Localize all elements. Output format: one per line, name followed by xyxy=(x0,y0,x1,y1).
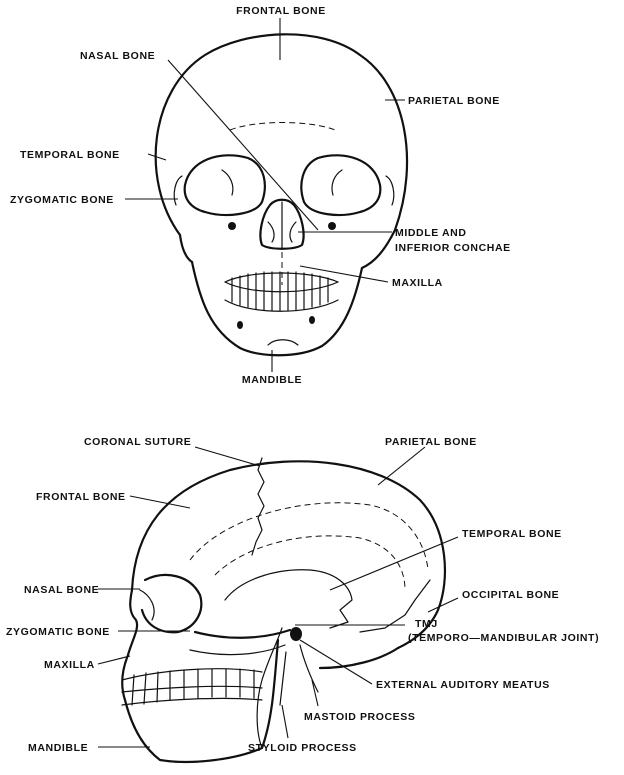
label-side-external-auditory-meatus: EXTERNAL AUDITORY MEATUS xyxy=(376,679,550,691)
front-leaders xyxy=(125,18,405,372)
front-right-mental-foramen xyxy=(309,316,315,324)
label-side-parietal-bone: PARIETAL BONE xyxy=(385,436,477,448)
front-skull-drawing xyxy=(154,33,409,357)
side-face-profile xyxy=(121,588,139,702)
side-mastoid xyxy=(299,644,319,693)
side-zygomatic-arch xyxy=(193,628,292,639)
front-mandible-outline xyxy=(190,260,364,357)
front-right-orbit-detail xyxy=(331,169,343,196)
front-left-foramen xyxy=(228,222,236,230)
side-teeth xyxy=(121,668,263,706)
front-frontal-suture xyxy=(229,122,336,131)
front-right-zygomatic xyxy=(385,175,395,206)
label-side-styloid-process: STYLOID PROCESS xyxy=(248,742,357,754)
label-front-temporal-bone: TEMPORAL BONE xyxy=(20,149,120,161)
label-side-temporal-bone: TEMPORAL BONE xyxy=(462,528,562,540)
side-leaders xyxy=(97,446,459,748)
front-right-foramen xyxy=(328,222,336,230)
label-side-nasal-bone: NASAL BONE xyxy=(24,584,99,596)
front-left-orbit xyxy=(183,154,266,217)
label-front-parietal-bone: PARIETAL BONE xyxy=(408,95,500,107)
front-left-mental-foramen xyxy=(237,321,243,329)
side-zygomatic-lower xyxy=(189,644,286,656)
side-occipital-base xyxy=(318,646,400,670)
side-auditory-meatus xyxy=(290,627,302,641)
front-left-zygomatic xyxy=(173,175,183,206)
side-temporal-line-inner xyxy=(214,535,406,591)
side-nasal-bone xyxy=(139,589,155,621)
side-temporal-line-outer xyxy=(189,502,429,571)
label-front-frontal-bone: FRONTAL BONE xyxy=(236,5,326,17)
label-side-tmj-line2: (TEMPORO—MANDIBULAR JOINT) xyxy=(408,632,599,644)
front-cranium-outline xyxy=(154,33,409,270)
label-side-frontal-bone: FRONTAL BONE xyxy=(36,491,126,503)
front-conchae-right xyxy=(289,221,297,243)
label-front-mandible: MANDIBLE xyxy=(242,374,302,386)
front-right-orbit xyxy=(300,154,382,217)
label-front-maxilla: MAXILLA xyxy=(392,277,443,289)
label-side-zygomatic-bone: ZYGOMATIC BONE xyxy=(6,626,110,638)
label-front-conchae-line1: MIDDLE AND xyxy=(395,227,467,239)
side-coronal-suture xyxy=(251,457,265,556)
label-side-maxilla: MAXILLA xyxy=(44,659,95,671)
label-side-mastoid-process: MASTOID PROCESS xyxy=(304,711,416,723)
front-left-temporal-outline xyxy=(178,233,194,264)
label-front-conchae-line2: INFERIOR CONCHAE xyxy=(395,242,511,254)
front-chin-detail xyxy=(267,339,299,346)
label-side-tmj-line1: TMJ xyxy=(415,618,438,630)
label-front-zygomatic-bone: ZYGOMATIC BONE xyxy=(10,194,114,206)
side-temporal-squama xyxy=(224,569,353,629)
side-mandible xyxy=(123,638,280,764)
label-side-coronal-suture: CORONAL SUTURE xyxy=(84,436,191,448)
front-conchae-left xyxy=(267,221,275,243)
side-styloid xyxy=(279,651,287,706)
label-side-occipital-bone: OCCIPITAL BONE xyxy=(462,589,559,601)
label-side-mandible: MANDIBLE xyxy=(28,742,88,754)
label-front-nasal-bone: NASAL BONE xyxy=(80,50,155,62)
front-nasal-cavity xyxy=(259,198,305,250)
side-lambdoid-suture xyxy=(359,579,431,633)
front-teeth xyxy=(224,271,339,312)
side-mandible-ramus xyxy=(256,627,283,749)
front-left-orbit-detail xyxy=(221,169,234,196)
side-orbit xyxy=(140,573,203,634)
